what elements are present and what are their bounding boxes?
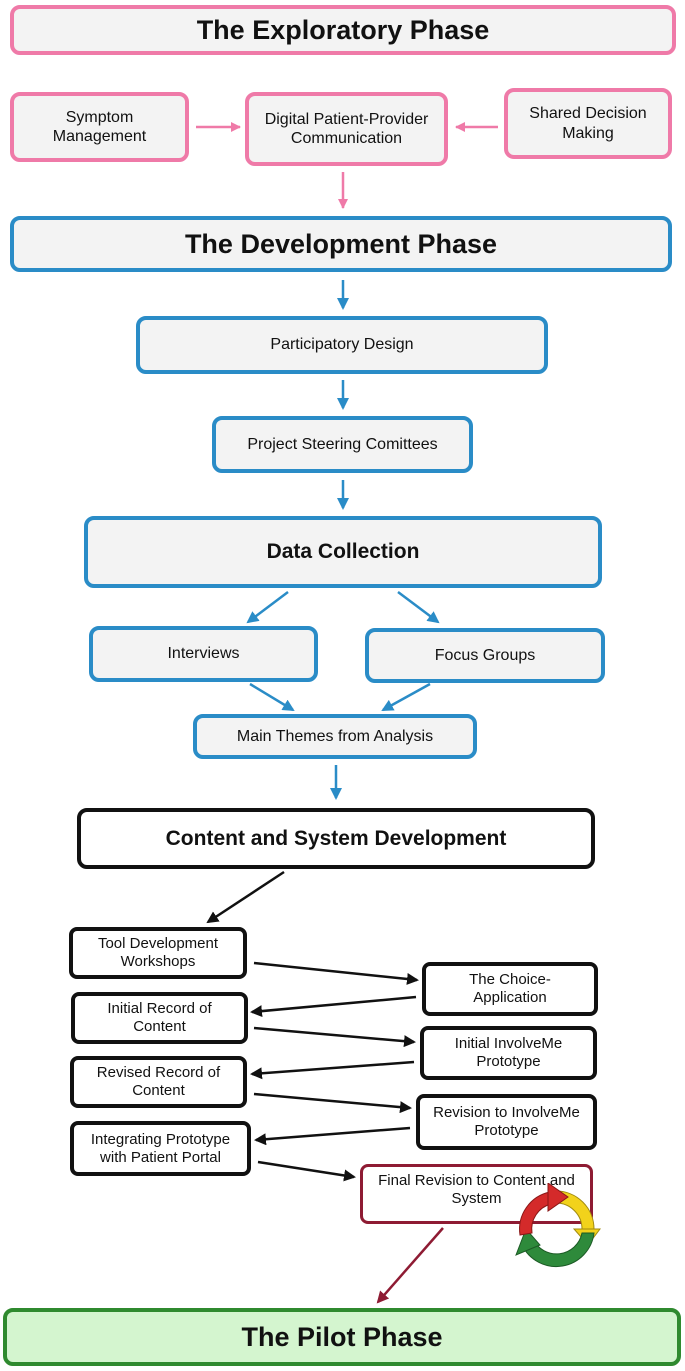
integrating-prototype-box: Integrating Prototype with Patient Porta… [70, 1121, 251, 1176]
main-themes-box: Main Themes from Analysis [193, 714, 477, 759]
arrow-data-to-interviews [246, 591, 289, 624]
data-collection-box: Data Collection [84, 516, 602, 588]
content-system-title: Content and System Development [165, 826, 507, 850]
interviews-label: Interviews [167, 645, 240, 663]
interviews-box: Interviews [89, 626, 318, 682]
data-collection-label: Data Collection [266, 540, 420, 564]
final-revision-box: Final Revision to Content and System [360, 1164, 593, 1224]
focus-groups-label: Focus Groups [434, 646, 536, 664]
shared-decision-box: Shared Decision Making [504, 88, 672, 159]
choice-application-label: The Choice-Application [469, 971, 551, 1006]
revision-prototype-label: Revision to InvolveMe Prototype [433, 1104, 580, 1139]
arrow-workshops-to-choice [253, 961, 419, 985]
digital-communication-box: Digital Patient-Provider Communication [245, 92, 448, 166]
choice-application-box: The Choice-Application [422, 962, 598, 1016]
pilot-phase-title: The Pilot Phase [241, 1321, 443, 1352]
initial-prototype-box: Initial InvolveMe Prototype [420, 1026, 597, 1080]
focus-groups-box: Focus Groups [365, 628, 605, 683]
integrating-prototype-label: Integrating Prototype with Patient Porta… [90, 1130, 231, 1166]
main-themes-label: Main Themes from Analysis [236, 727, 434, 745]
arrow-final-to-pilot [376, 1227, 444, 1304]
initial-record-label: Initial Record of Content [107, 1000, 212, 1035]
tool-workshops-label: Tool Development Workshops [97, 935, 219, 970]
revised-record-box: Revised Record of Content [70, 1056, 247, 1108]
arrow-interviews-to-themes [249, 682, 295, 712]
arrow-choice-to-initial-record [250, 995, 417, 1018]
arrow-content-to-workshops [206, 870, 285, 924]
arrow-initial-record-to-prototype [253, 1026, 416, 1048]
participatory-design-label: Participatory Design [270, 336, 414, 354]
exploratory-phase-header: The Exploratory Phase [10, 5, 676, 55]
development-phase-title: The Development Phase [184, 228, 498, 259]
pilot-phase-header: The Pilot Phase [3, 1308, 681, 1366]
revised-record-label: Revised Record of Content [96, 1064, 221, 1099]
arrow-data-to-focus [397, 591, 440, 624]
arrow-revision-to-integrating [254, 1126, 411, 1146]
arrow-focus-to-themes [381, 682, 431, 712]
revision-prototype-box: Revision to InvolveMe Prototype [416, 1094, 597, 1150]
tool-workshops-box: Tool Development Workshops [69, 927, 247, 979]
participatory-design-box: Participatory Design [136, 316, 548, 374]
initial-prototype-label: Initial InvolveMe Prototype [454, 1035, 563, 1070]
content-system-header: Content and System Development [77, 808, 595, 869]
initial-record-box: Initial Record of Content [71, 992, 248, 1044]
arrow-integrating-to-final [257, 1160, 356, 1182]
exploratory-phase-title: The Exploratory Phase [196, 14, 490, 45]
development-phase-header: The Development Phase [10, 216, 672, 272]
steering-committees-box: Project Steering Comittees [212, 416, 473, 473]
steering-committees-label: Project Steering Comittees [247, 435, 438, 453]
symptom-management-label: Symptom Management [52, 108, 147, 145]
arrow-prototype-to-revised-record [250, 1060, 415, 1080]
cycle-arrows-icon [515, 1183, 601, 1268]
digital-communication-label: Digital Patient-Provider Communication [264, 110, 429, 147]
shared-decision-label: Shared Decision Making [529, 105, 647, 142]
symptom-management-box: Symptom Management [10, 92, 189, 162]
final-revision-label: Final Revision to Content and System [378, 1172, 575, 1207]
arrow-revised-record-to-revision [253, 1092, 412, 1114]
